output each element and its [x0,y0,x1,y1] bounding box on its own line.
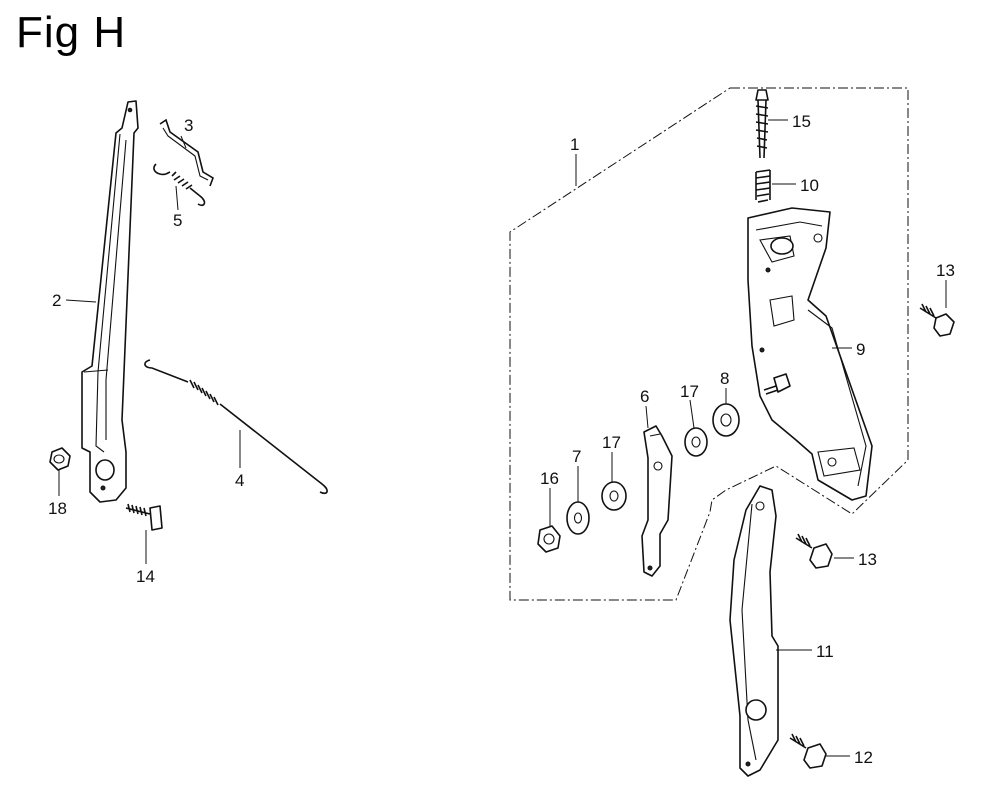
callout-13-upper: 13 [936,261,955,280]
part-6-throttle-plate [641,425,673,577]
part-9-control-bracket [747,207,873,501]
leader-lines [58,119,947,757]
part-14-bolt [125,503,163,531]
bracket-screw [763,373,791,395]
part-11-control-lever [729,485,779,777]
callout-5: 5 [173,211,182,230]
callout-1: 1 [570,135,579,154]
part-7-flat-washer [566,501,590,535]
callout-4: 4 [235,471,244,490]
part-17-washer-upper [684,427,708,457]
part-16-nut [537,525,561,553]
callout-13-mid: 13 [858,550,877,569]
part-12-bolt [789,733,827,769]
part-13-bolt-mid [795,533,833,569]
callout-7: 7 [572,447,581,466]
callout-9: 9 [856,340,865,359]
callout-11: 11 [816,642,834,661]
figure-title: Fig H [16,8,127,57]
part-2-lever-arm [81,100,139,503]
callout-8: 8 [720,369,729,388]
part-3-link-rod [159,118,214,187]
part-8-washer [712,403,740,437]
part-5-spring [153,163,206,207]
part-18-nut [49,447,71,471]
callout-17-upper: 17 [680,382,699,401]
callout-3: 3 [184,116,193,135]
assembly-1-outline [509,87,909,601]
callout-12: 12 [854,748,873,767]
callout-16: 16 [540,469,559,488]
callout-6: 6 [640,387,649,406]
part-17-washer-lower [601,481,627,511]
callout-18: 18 [48,499,67,518]
part-13-bolt-upper [919,303,955,337]
callout-17-lower: 17 [602,433,621,452]
callout-10: 10 [800,176,819,195]
callout-labels: 3 5 2 4 18 14 1 15 10 13 9 6 17 8 17 7 1… [48,112,955,767]
callout-14: 14 [136,567,155,586]
callout-15: 15 [792,112,811,131]
part-10-spring [755,169,771,203]
callout-2: 2 [52,291,61,310]
part-15-screw [755,89,769,159]
part-4-governor-rod [144,359,328,495]
